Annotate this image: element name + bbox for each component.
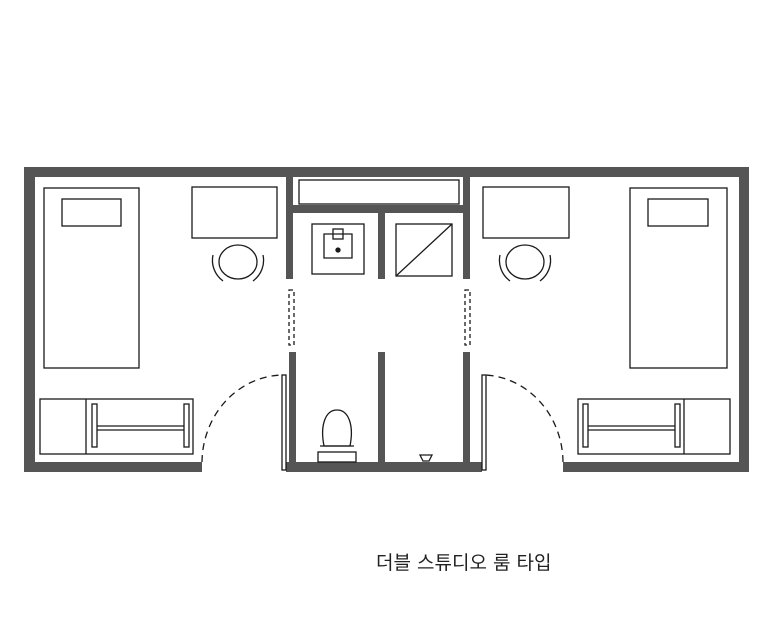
right-entry-door [481, 374, 564, 471]
left-pillow [61, 198, 122, 227]
bottom-wall-right [563, 462, 749, 472]
bath-door-right [464, 289, 471, 346]
bath-partition-lower [378, 352, 385, 464]
left-wardrobe [39, 398, 194, 455]
floor-drain [418, 454, 434, 462]
bath-top-shelf-wall [293, 205, 463, 213]
bath-right-wall-lower [463, 352, 470, 464]
toilet [317, 409, 357, 463]
bath-door-left [288, 289, 295, 346]
bottom-wall-left [24, 462, 202, 472]
bath-partition-upper [378, 210, 385, 279]
left-entry-door [201, 374, 287, 471]
right-desk [482, 186, 570, 239]
left-bed [43, 187, 140, 369]
right-bed [629, 187, 728, 369]
shower [395, 223, 453, 277]
bath-right-wall-upper [463, 177, 470, 279]
right-chair [498, 244, 552, 282]
plan-caption: 더블 스튜디오 룸 타입 [376, 552, 552, 574]
left-chair [211, 244, 265, 282]
right-wardrobe [577, 398, 731, 455]
right-wall [739, 167, 749, 472]
right-pillow [647, 198, 709, 227]
left-desk [191, 186, 278, 239]
bath-left-wall-lower [289, 352, 296, 464]
left-wall [24, 167, 35, 472]
bottom-wall-center [286, 462, 482, 472]
bath-top-closet [298, 179, 460, 205]
top-wall [24, 167, 749, 177]
sink [311, 223, 365, 275]
bath-left-wall-upper [286, 177, 293, 279]
